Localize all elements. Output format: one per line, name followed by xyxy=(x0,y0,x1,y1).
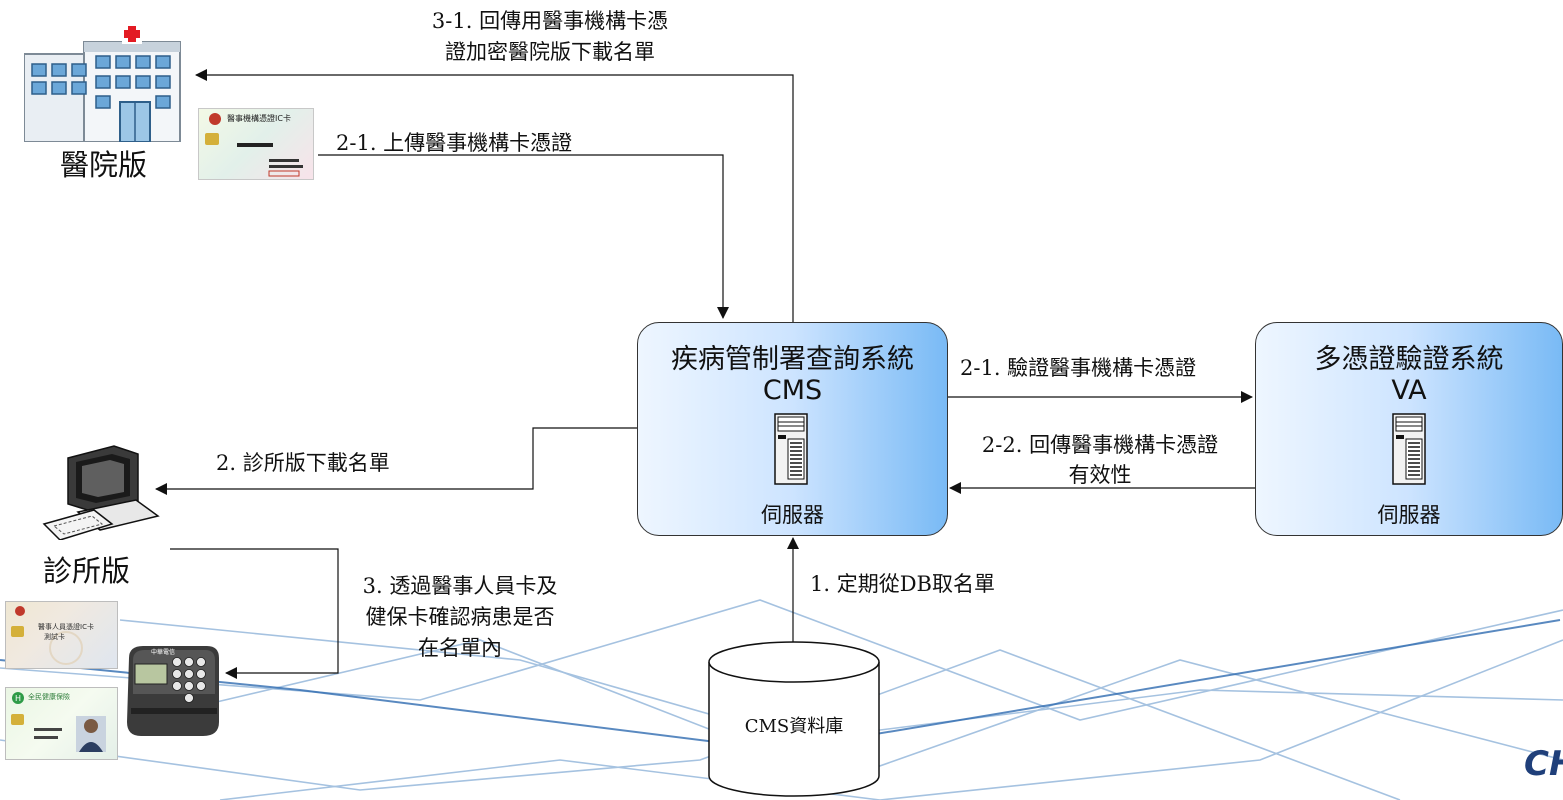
edge-label-1: 1. 定期從DB取名單 xyxy=(810,572,995,596)
cms-title: 疾病管制署查詢系統 xyxy=(671,344,914,375)
va-subtitle: VA xyxy=(1391,375,1427,406)
server-icon xyxy=(774,413,808,485)
edge-2-clinic xyxy=(155,427,637,495)
edge-label-3-1-line1: 3-1. 回傳用醫事機構卡憑 xyxy=(431,9,669,33)
edge-label-2-2-line1: 2-2. 回傳醫事機構卡憑證 xyxy=(981,433,1219,457)
logo-partial: CH xyxy=(1524,744,1563,784)
va-server-label: 伺服器 xyxy=(1377,503,1441,527)
database-icon xyxy=(708,641,880,797)
computer-icon xyxy=(42,445,160,540)
staff-card-subtext: 測試卡 xyxy=(44,633,65,641)
edge-2-1-upload xyxy=(318,154,729,319)
card-reader-icon: 中華電信 xyxy=(123,642,223,738)
hospital-icon xyxy=(24,24,181,142)
edge-3-1 xyxy=(195,69,794,322)
health-card-icon: H 全民健康保險 xyxy=(5,687,118,760)
edge-3 xyxy=(170,548,339,679)
database-label: CMS資料庫 xyxy=(744,716,844,737)
edge-label-3-1-line2: 證加密醫院版下載名單 xyxy=(445,40,655,64)
server-icon xyxy=(1392,413,1426,485)
edge-label-2-1-verify: 2-1. 驗證醫事機構卡憑證 xyxy=(960,356,1197,380)
institution-card-text: 醫事機構憑證IC卡 xyxy=(227,114,291,123)
edge-label-3-line1: 3. 透過醫事人員卡及 xyxy=(362,574,558,598)
va-title: 多憑證驗證系統 xyxy=(1314,344,1504,375)
institution-card-icon: 醫事機構憑證IC卡 xyxy=(198,108,314,180)
health-card-text: 全民健康保險 xyxy=(28,693,70,701)
va-box: 多憑證驗證系統 VA 伺服器 xyxy=(1255,322,1563,536)
edge-label-2-2-line2: 有效性 xyxy=(1068,463,1132,487)
cms-box: 疾病管制署查詢系統 CMS 伺服器 xyxy=(637,322,948,536)
cms-subtitle: CMS xyxy=(762,375,823,406)
svg-text:H: H xyxy=(15,694,21,703)
staff-card-text: 醫事人員憑證IC卡 xyxy=(38,623,94,631)
card-reader-brand: 中華電信 xyxy=(151,649,176,656)
staff-card-icon: 醫事人員憑證IC卡 測試卡 xyxy=(5,601,118,669)
edge-label-2-clinic: 2. 診所版下載名單 xyxy=(216,451,390,475)
edge-label-2-1-upload: 2-1. 上傳醫事機構卡憑證 xyxy=(336,131,573,155)
edge-label-3-line3: 在名單內 xyxy=(418,636,502,660)
clinic-label: 診所版 xyxy=(43,554,131,588)
hospital-label: 醫院版 xyxy=(60,148,148,182)
cms-server-label: 伺服器 xyxy=(761,503,824,527)
edge-label-3-line2: 健保卡確認病患是否 xyxy=(365,605,555,629)
